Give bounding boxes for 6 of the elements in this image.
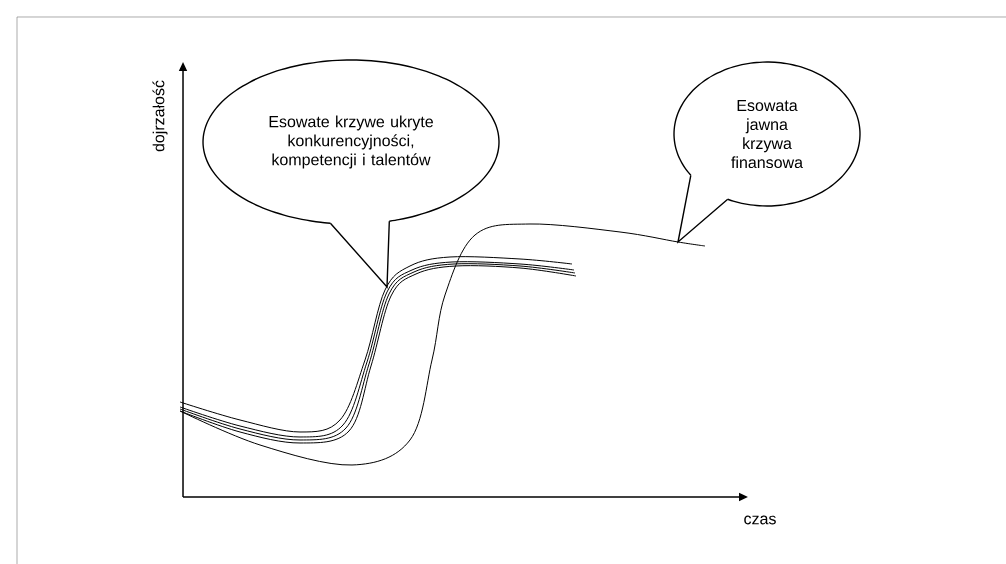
- axis-label: dojrzałość: [152, 80, 168, 152]
- callout-tail: [329, 220, 390, 289]
- callout-tail: [676, 174, 729, 244]
- speech-bubble: Esowate krzywe ukryte konkurencyjności, kompetencji i talentów: [202, 59, 500, 224]
- speech-bubble: Esowata jawna krzywa finansowa: [673, 61, 861, 207]
- axis-label: czas: [744, 515, 776, 525]
